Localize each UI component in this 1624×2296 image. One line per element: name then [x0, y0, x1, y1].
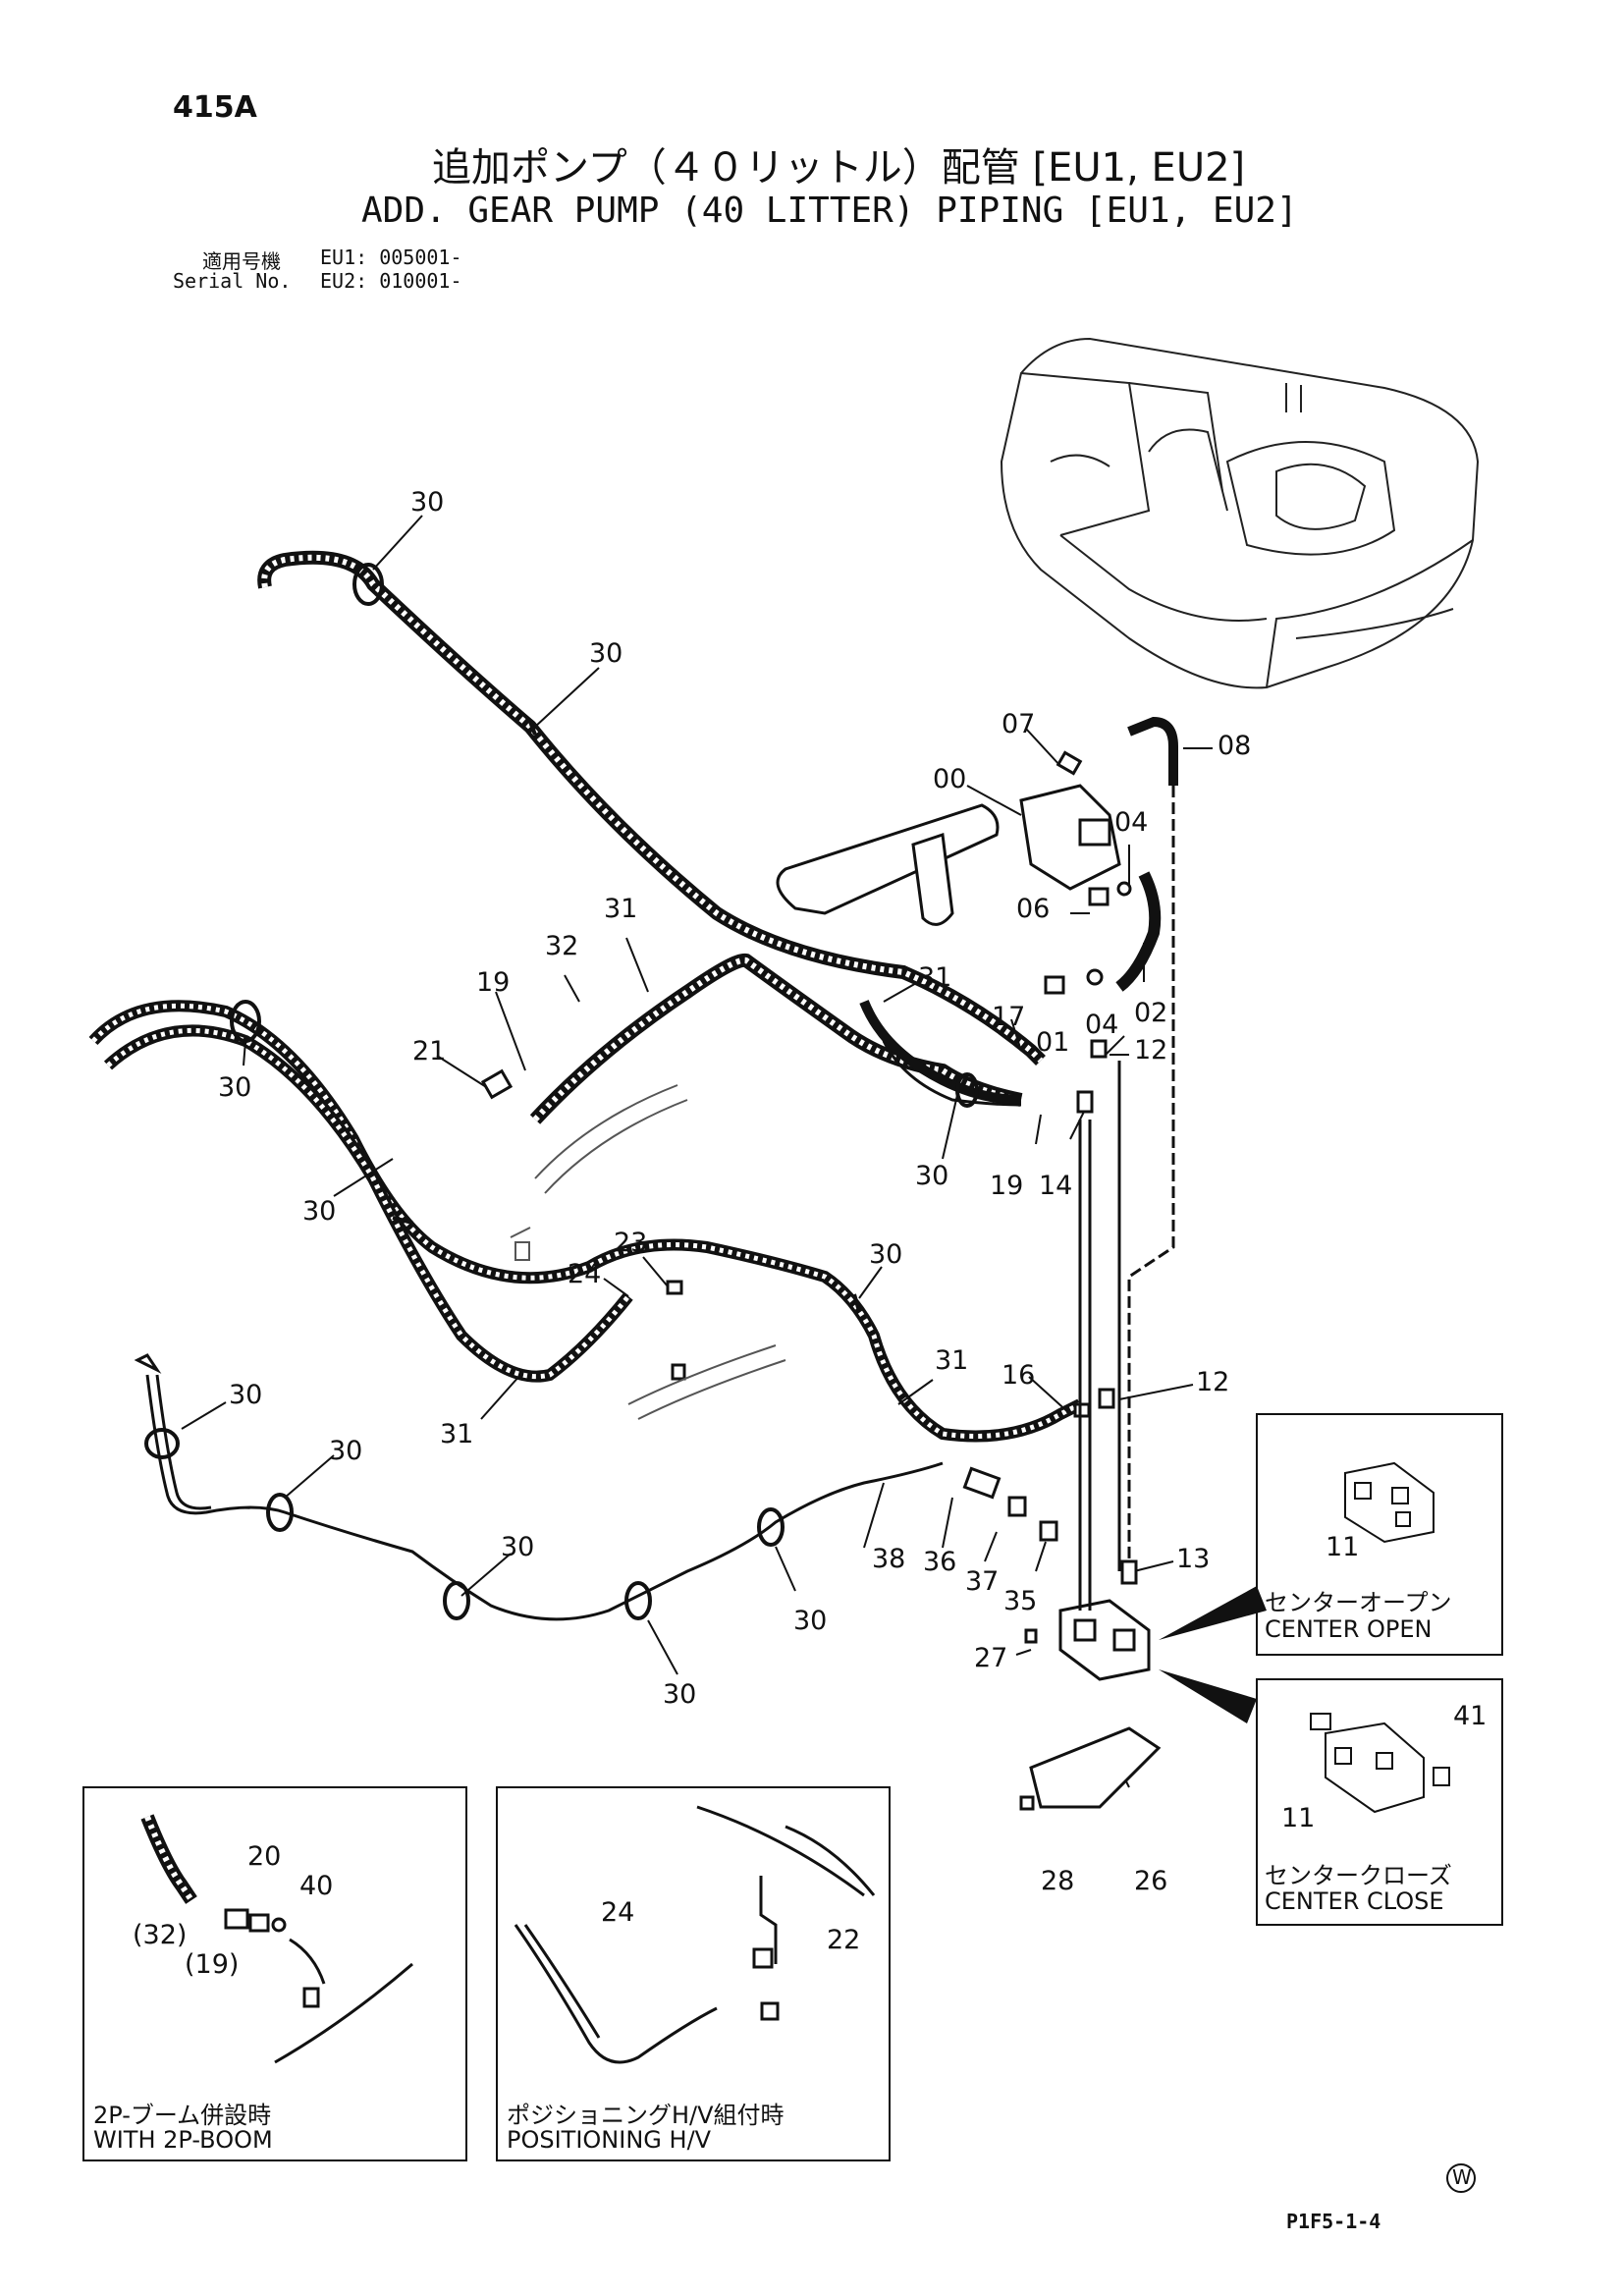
callout-label: 13 — [1176, 1544, 1211, 1574]
callout-label: 38 — [872, 1544, 906, 1574]
hose-b — [529, 953, 1023, 1124]
center-open-caption-en: CENTER OPEN — [1265, 1615, 1433, 1643]
callout-label: 40 — [299, 1871, 334, 1901]
callout-label: 31 — [935, 1345, 969, 1376]
callout-label: 30 — [229, 1380, 263, 1410]
two-p-boom-drawing — [140, 1814, 413, 2064]
callout-label: 30 — [589, 638, 623, 669]
callout-label: 35 — [1003, 1586, 1038, 1616]
callout-label: (32) — [133, 1920, 188, 1950]
center-close-valve-drawing — [1310, 1713, 1450, 1814]
callout-label: 30 — [793, 1606, 828, 1636]
callout-label: 12 — [1196, 1367, 1230, 1397]
callout-label: 31 — [918, 962, 952, 993]
callout-label: 00 — [933, 764, 967, 794]
callout-label: 30 — [663, 1679, 697, 1710]
callout-label: (19) — [185, 1949, 240, 1980]
positioning-caption-ja: ポジショニングH/V組付時 — [507, 2102, 785, 2129]
circle-w-mark — [1446, 2163, 1476, 2193]
with-2p-boom-caption-ja: 2P-ブーム併設時 — [93, 2102, 272, 2129]
title-english: ADD. GEAR PUMP (40 LITTER) PIPING [EU1, … — [361, 191, 1298, 231]
callout-label: 21 — [412, 1036, 447, 1066]
center-open-caption-ja: センターオープン — [1265, 1589, 1452, 1616]
callout-label: 30 — [218, 1072, 252, 1103]
body-outline — [510, 1084, 786, 1420]
callout-label: 30 — [501, 1532, 535, 1562]
hose-d — [103, 1024, 633, 1383]
callout-label: 12 — [1134, 1035, 1168, 1066]
callout-label: 01 — [1036, 1027, 1070, 1058]
callout-label: 19 — [990, 1171, 1024, 1201]
inset-pointer-arrows — [1159, 1586, 1267, 1723]
center-close-caption-en: CENTER CLOSE — [1265, 1887, 1444, 1915]
callout-label: 30 — [869, 1239, 903, 1270]
callout-label: 28 — [1041, 1866, 1075, 1896]
drawing-code: P1F5-1-4 — [1286, 2210, 1381, 2233]
callout-label: 04 — [1085, 1010, 1119, 1040]
callout-label: 32 — [545, 931, 579, 961]
callout-label: 41 — [1453, 1701, 1488, 1731]
callout-label: 04 — [1114, 807, 1149, 838]
callout-label: 23 — [614, 1228, 648, 1258]
callout-label: 06 — [1016, 894, 1051, 924]
footer-mark: W — [1452, 2165, 1472, 2189]
callout-label: 30 — [302, 1196, 337, 1227]
callout-label: 11 — [1326, 1532, 1360, 1562]
callout-label: 20 — [247, 1841, 282, 1872]
center-close-caption-ja: センタークローズ — [1265, 1862, 1452, 1889]
callout-label: 14 — [1039, 1171, 1073, 1201]
title-japanese: 追加ポンプ（４０リットル）配管 [EU1, EU2] — [432, 145, 1246, 191]
serial-label-ja: 適用号機 — [202, 249, 281, 273]
callout-label: 30 — [329, 1436, 363, 1466]
callout-label: 30 — [915, 1161, 949, 1191]
page-number: 415A — [173, 90, 257, 125]
callout-label: 37 — [965, 1566, 1000, 1597]
callout-label: 16 — [1001, 1360, 1036, 1391]
callout-label: 02 — [1134, 998, 1168, 1028]
callout-label: 31 — [604, 894, 638, 924]
leader-lines — [181, 515, 1213, 1788]
with-2p-boom-caption-en: WITH 2P-BOOM — [93, 2126, 273, 2154]
inset-frames — [82, 1413, 1503, 2161]
callout-label: 31 — [440, 1419, 474, 1449]
vertical-pipes — [1078, 786, 1175, 1611]
harness-38 — [134, 1353, 944, 1621]
hose-c — [88, 1000, 1083, 1443]
callout-label: 08 — [1218, 731, 1252, 761]
callout-label: 17 — [992, 1002, 1026, 1032]
callout-label: 22 — [827, 1925, 861, 1955]
hose-e — [859, 1000, 1022, 1107]
callout-label: 19 — [476, 967, 511, 998]
callout-label: 07 — [1001, 709, 1036, 739]
callout-label: 30 — [410, 487, 445, 518]
serial-eu1: EU1: 005001- — [320, 246, 462, 269]
callout-label: 11 — [1281, 1803, 1316, 1833]
hose-a — [257, 550, 1046, 1066]
positioning-caption-en: POSITIONING H/V — [507, 2126, 712, 2154]
fittings — [480, 716, 1178, 1811]
serial-label-en: Serial No. — [173, 269, 292, 293]
callout-label: 26 — [1134, 1866, 1168, 1896]
callout-label: 24 — [568, 1259, 602, 1289]
callout-label: 36 — [923, 1547, 957, 1577]
excavator-overview-drawing — [1000, 337, 1480, 689]
serial-eu2: EU2: 010001- — [320, 269, 462, 293]
positioning-hv-drawing — [514, 1805, 876, 2064]
center-open-valve-drawing — [1344, 1461, 1435, 1544]
callout-label: 27 — [974, 1643, 1008, 1673]
callout-label: 24 — [601, 1897, 635, 1928]
